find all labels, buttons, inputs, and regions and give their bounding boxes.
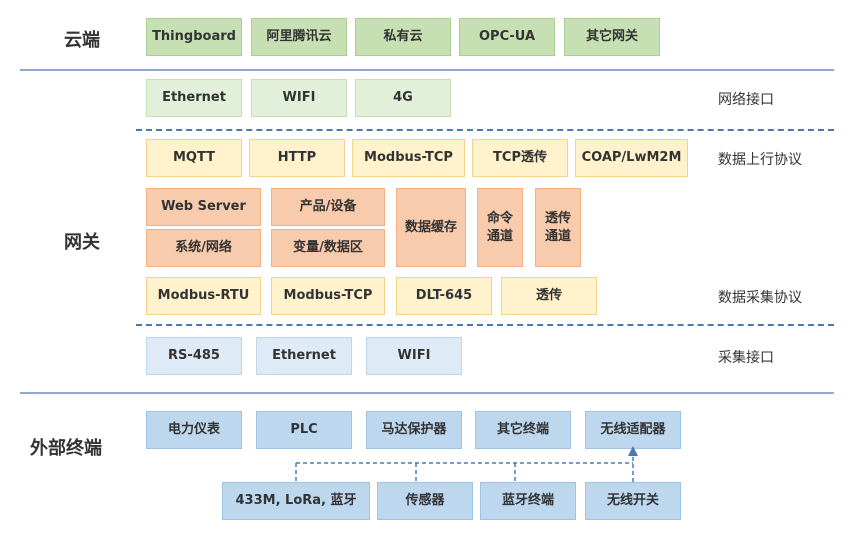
collect-transparent: 透传: [501, 277, 597, 315]
terminal-bluetooth-device: 蓝牙终端: [480, 482, 576, 520]
cloud-other-gateway: 其它网关: [564, 18, 660, 56]
uplink-mqtt: MQTT: [146, 139, 242, 177]
core-transparent-channel: 透传 通道: [535, 188, 581, 267]
cloud-private: 私有云: [355, 18, 451, 56]
network-wifi: WIFI: [251, 79, 347, 117]
terminal-wireless-switch: 无线开关: [585, 482, 681, 520]
core-system-network: 系统/网络: [146, 229, 261, 267]
terminal-sensor: 传感器: [377, 482, 473, 520]
section-label-cloud: 云端: [64, 30, 100, 51]
cloud-aliyun-tencent: 阿里腾讯云: [251, 18, 347, 56]
uplink-tcp-transparent: TCP透传: [472, 139, 568, 177]
divider-gateway-terminal: [20, 392, 834, 394]
uplink-coap-lwm2m: COAP/LwM2M: [575, 139, 688, 177]
collect-dlt-645: DLT-645: [396, 277, 492, 315]
network-interface-label: 网络接口: [718, 92, 774, 108]
network-ethernet: Ethernet: [146, 79, 242, 117]
collect-protocol-label: 数据采集协议: [718, 290, 802, 306]
terminal-motor-protector: 马达保护器: [366, 411, 462, 449]
core-command-channel: 命令 通道: [477, 188, 523, 267]
divider-network-uplink: [136, 129, 834, 131]
collect-modbus-tcp: Modbus-TCP: [271, 277, 385, 315]
collect-interface-label: 采集接口: [718, 350, 774, 366]
interface-wifi: WIFI: [366, 337, 462, 375]
uplink-modbus-tcp: Modbus-TCP: [352, 139, 465, 177]
cloud-thingboard: Thingboard: [146, 18, 242, 56]
section-label-gateway: 网关: [64, 232, 100, 253]
core-data-cache: 数据缓存: [396, 188, 466, 267]
uplink-protocol-label: 数据上行协议: [718, 152, 802, 168]
network-4g: 4G: [355, 79, 451, 117]
core-web-server: Web Server: [146, 188, 261, 226]
uplink-http: HTTP: [249, 139, 345, 177]
interface-ethernet: Ethernet: [256, 337, 352, 375]
divider-cloud-gateway: [20, 69, 834, 71]
terminal-other: 其它终端: [475, 411, 571, 449]
collect-modbus-rtu: Modbus-RTU: [146, 277, 261, 315]
core-product-device: 产品/设备: [271, 188, 385, 226]
section-label-terminal: 外部终端: [30, 438, 102, 459]
terminal-wireless-adapter: 无线适配器: [585, 411, 681, 449]
terminal-power-meter: 电力仪表: [146, 411, 242, 449]
divider-protocol-interface: [136, 324, 834, 326]
core-variable-data: 变量/数据区: [271, 229, 385, 267]
terminal-plc: PLC: [256, 411, 352, 449]
interface-rs485: RS-485: [146, 337, 242, 375]
cloud-opc-ua: OPC-UA: [459, 18, 555, 56]
terminal-433m-lora-bluetooth: 433M, LoRa, 蓝牙: [222, 482, 370, 520]
